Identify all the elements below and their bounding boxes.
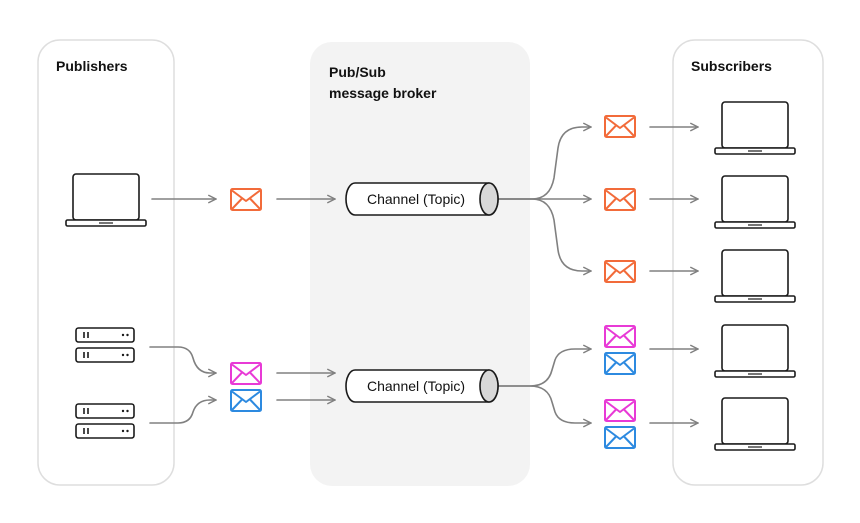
arrow-channel-to-message bbox=[496, 198, 592, 276]
arrow-channel-to-message bbox=[496, 344, 592, 387]
subscriber-laptop-icon bbox=[714, 397, 796, 451]
arrow-channel-to-message bbox=[496, 385, 592, 428]
envelope-icon bbox=[604, 260, 636, 283]
broker-title-line1: Pub/Sub bbox=[329, 64, 386, 80]
arrow-server-to-message bbox=[149, 395, 217, 424]
envelope-icon bbox=[230, 188, 262, 211]
server-icon bbox=[75, 423, 135, 439]
envelope-icon bbox=[604, 188, 636, 211]
channel-topic-2: Channel (Topic) bbox=[345, 369, 499, 403]
publishers-title: Publishers bbox=[56, 58, 128, 74]
broker-title-line2: message broker bbox=[329, 85, 437, 101]
envelope-icon bbox=[604, 325, 636, 348]
broker-panel bbox=[310, 42, 530, 486]
subscriber-laptop-icon bbox=[714, 101, 796, 155]
envelope-icon bbox=[604, 399, 636, 422]
channel-label: Channel (Topic) bbox=[367, 191, 465, 207]
server-icon bbox=[75, 327, 135, 343]
channel-topic-1: Channel (Topic) bbox=[345, 182, 499, 216]
subscribers-title: Subscribers bbox=[691, 58, 772, 74]
envelope-icon bbox=[604, 115, 636, 138]
envelope-icon bbox=[230, 362, 262, 385]
envelope-icon bbox=[230, 389, 262, 412]
subscriber-laptop-icon bbox=[714, 249, 796, 303]
channel-label: Channel (Topic) bbox=[367, 378, 465, 394]
publisher-laptop-icon bbox=[65, 173, 147, 227]
publishers-panel bbox=[37, 39, 175, 486]
arrow-server-to-message bbox=[149, 346, 217, 378]
server-icon bbox=[75, 403, 135, 419]
subscriber-laptop-icon bbox=[714, 324, 796, 378]
subscriber-laptop-icon bbox=[714, 175, 796, 229]
arrow-channel-to-message bbox=[496, 122, 592, 200]
envelope-icon bbox=[604, 352, 636, 375]
server-icon bbox=[75, 347, 135, 363]
envelope-icon bbox=[604, 426, 636, 449]
